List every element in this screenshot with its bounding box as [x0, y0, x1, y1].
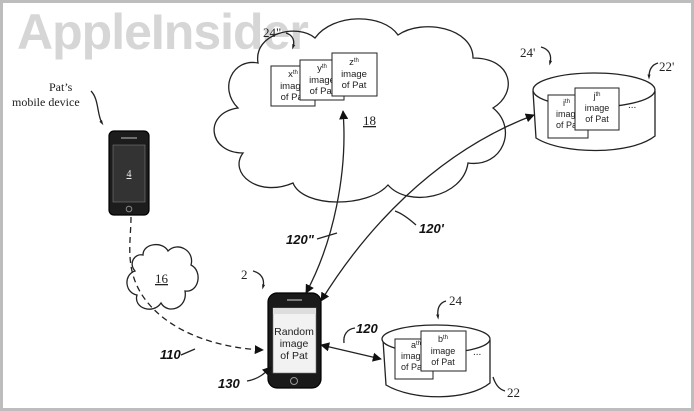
leader-22p: [647, 62, 659, 80]
svg-text:image: image: [309, 75, 335, 86]
leader-device: [90, 90, 104, 126]
svg-text:image: image: [401, 351, 426, 361]
leader-110: [180, 348, 196, 356]
device-label-line1: Pat’s: [49, 80, 73, 94]
right-db-top-ref: 24': [520, 45, 535, 60]
main-phone: Random image of Pat: [267, 292, 322, 389]
svg-text:yth: yth: [317, 63, 327, 74]
bottom-db-top-ref: 24: [449, 293, 463, 308]
svg-text:Random: Random: [274, 326, 314, 338]
link-120: [320, 342, 382, 362]
svg-text:of Pat: of Pat: [431, 357, 455, 367]
svg-text:of Pat: of Pat: [342, 80, 367, 91]
svg-text:ith: ith: [563, 98, 570, 108]
big-cloud: [213, 18, 509, 203]
big-cloud-ref: 18: [363, 113, 376, 128]
svg-text:zth: zth: [349, 57, 359, 68]
svg-text:of Pat: of Pat: [310, 86, 335, 97]
leader-120: [343, 327, 356, 344]
arrow-120pp-label: 120": [286, 232, 315, 247]
svg-text:of Pat: of Pat: [401, 362, 425, 372]
bottom-database: ath image of Pat bth image of Pat ...: [381, 324, 491, 398]
leader-120p: [394, 210, 417, 226]
small-cloud-ref: 16: [155, 271, 169, 286]
leader-22: [492, 376, 506, 392]
svg-text:jth: jth: [592, 91, 600, 101]
svg-text:of Pat: of Pat: [281, 92, 306, 103]
svg-text:image: image: [556, 109, 581, 119]
svg-text:image: image: [280, 338, 309, 350]
cloud-card-z: zth image of Pat: [331, 52, 378, 97]
leader-24pp: [285, 32, 296, 50]
small-phone: 4: [108, 130, 150, 216]
arrow-120-label: 120: [356, 321, 378, 336]
svg-text:ath: ath: [411, 340, 421, 350]
main-phone-ref: 2: [241, 267, 248, 282]
bottom-db-bottom-ref: 22: [507, 385, 520, 400]
arrow-130-label: 130: [218, 376, 240, 391]
leader-24: [436, 300, 447, 320]
svg-text:image: image: [341, 69, 367, 80]
svg-text:...: ...: [473, 347, 481, 358]
device-label-line2: mobile device: [12, 95, 80, 109]
right-database: ith image of Pat jth image of Pat ...: [532, 72, 656, 152]
arrow-110-label: 110: [160, 347, 181, 362]
leader-2: [252, 270, 266, 290]
svg-text:of Pat: of Pat: [556, 120, 580, 130]
diagram-canvas: 18 24" xth image of Pat yth image of Pat…: [12, 18, 674, 400]
svg-text:image: image: [431, 346, 456, 356]
arrow-120p-label: 120': [419, 221, 445, 236]
svg-text:of Pat: of Pat: [280, 350, 308, 362]
svg-text:image: image: [280, 81, 306, 92]
right-db-side-ref: 22': [659, 59, 674, 74]
link-110: [129, 216, 264, 355]
leader-120pp: [316, 232, 338, 240]
small-phone-ref: 4: [127, 169, 132, 180]
big-cloud-corner-ref: 24": [263, 25, 281, 40]
svg-text:bth: bth: [438, 334, 448, 344]
leader-24p: [540, 46, 553, 66]
svg-text:...: ...: [628, 100, 636, 111]
pointer-130: [246, 366, 272, 382]
link-120p: [320, 113, 535, 302]
svg-text:image: image: [585, 103, 610, 113]
svg-text:of Pat: of Pat: [585, 114, 609, 124]
svg-text:xth: xth: [288, 69, 298, 80]
